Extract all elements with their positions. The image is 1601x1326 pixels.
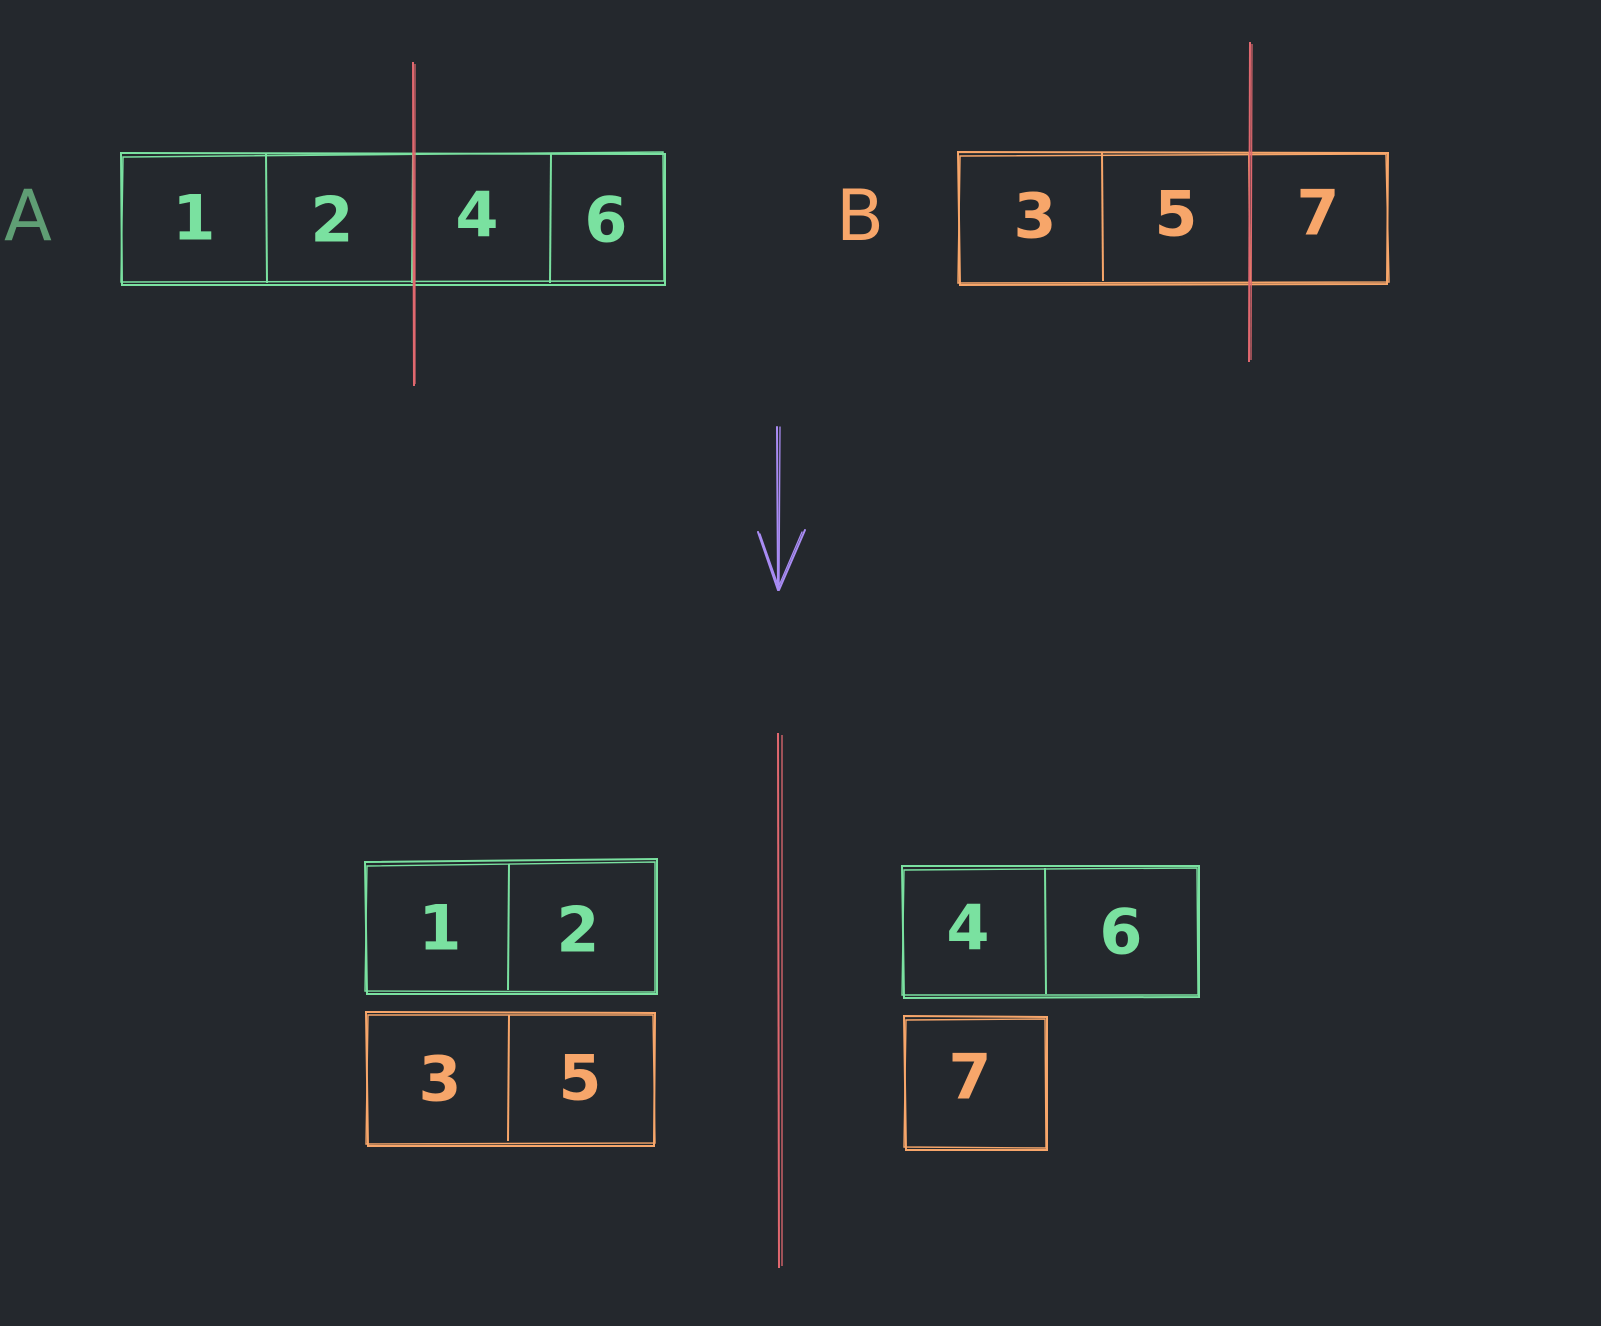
down-arrow-icon bbox=[757, 426, 806, 591]
array-a-group: A 1 2 4 6 bbox=[4, 61, 666, 387]
right-a-box bbox=[900, 865, 1200, 1000]
array-a-partition-line bbox=[412, 61, 416, 387]
array-a-cell-2: 2 bbox=[310, 184, 353, 257]
right-a-cell-2: 6 bbox=[1099, 896, 1142, 969]
array-a-cell-3: 4 bbox=[455, 179, 498, 252]
array-b-cell-1: 3 bbox=[1013, 180, 1056, 253]
array-b-label: B bbox=[836, 175, 884, 257]
array-b-group: B 3 5 7 bbox=[836, 41, 1390, 363]
right-b-cell-1: 7 bbox=[948, 1041, 991, 1114]
right-b-box bbox=[902, 1014, 1048, 1151]
array-a-cell-1: 1 bbox=[172, 182, 215, 255]
left-b-box bbox=[364, 1010, 657, 1147]
left-a-box bbox=[363, 857, 658, 995]
left-b-cell-2: 5 bbox=[558, 1042, 601, 1115]
array-b-cell-2: 5 bbox=[1154, 178, 1197, 251]
center-partition-line bbox=[777, 732, 783, 1269]
left-a-cell-2: 2 bbox=[556, 894, 599, 967]
right-a-cell-1: 4 bbox=[946, 892, 989, 965]
array-a-cell-4: 6 bbox=[584, 184, 627, 257]
array-b-partition-line bbox=[1248, 41, 1253, 363]
left-a-cell-1: 1 bbox=[418, 892, 461, 965]
array-b-cell-3: 7 bbox=[1296, 177, 1339, 250]
array-a-label: A bbox=[4, 175, 52, 257]
left-b-cell-1: 3 bbox=[418, 1043, 461, 1116]
